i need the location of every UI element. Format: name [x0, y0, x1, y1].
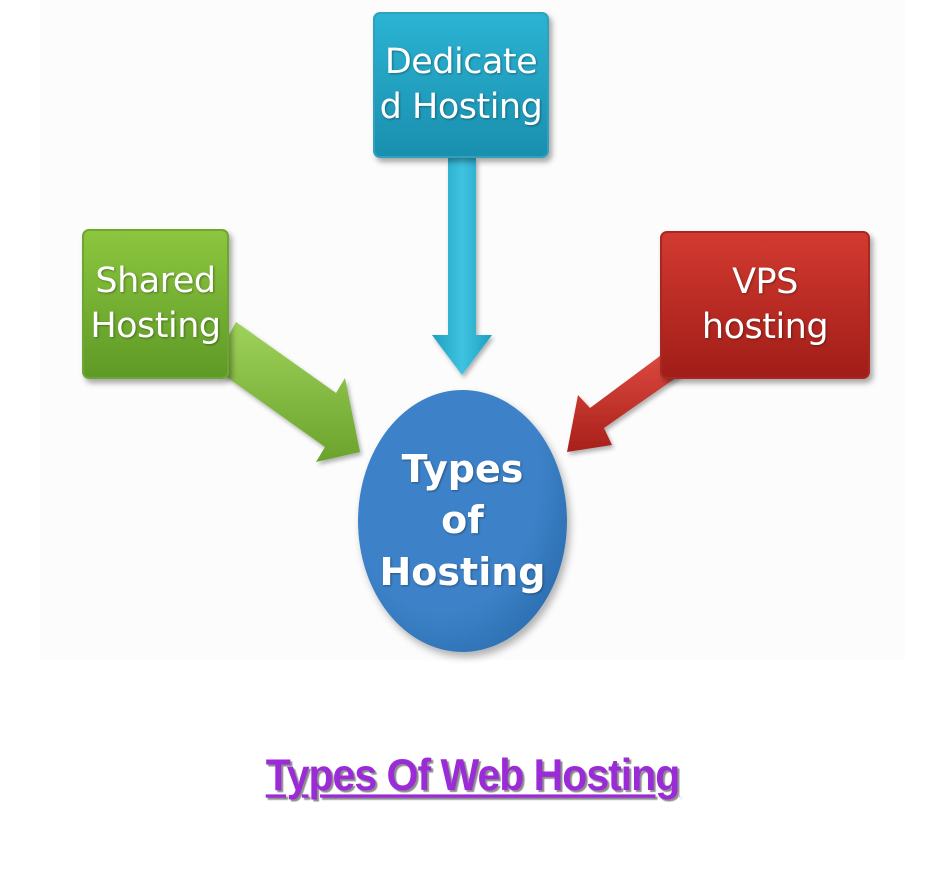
caption-title: Types Of Web Hosting	[265, 750, 681, 800]
shared-hosting-label: Shared Hosting	[90, 261, 221, 346]
connector-arrows	[221, 158, 680, 462]
types-of-hosting-circle: Types of Hosting	[358, 390, 567, 652]
arrow-vps	[567, 352, 680, 452]
vps-hosting-label: VPS hosting	[701, 262, 829, 347]
types-of-hosting-label: Types of Hosting	[379, 447, 546, 594]
shared-hosting-box: Shared Hosting	[82, 229, 229, 379]
vps-hosting-box: VPS hosting	[660, 231, 870, 379]
dedicated-hosting-label: Dedicate d Hosting	[379, 42, 543, 127]
arrow-shared	[221, 322, 360, 462]
arrow-dedicated	[432, 158, 492, 375]
dedicated-hosting-box: Dedicate d Hosting	[373, 12, 549, 158]
